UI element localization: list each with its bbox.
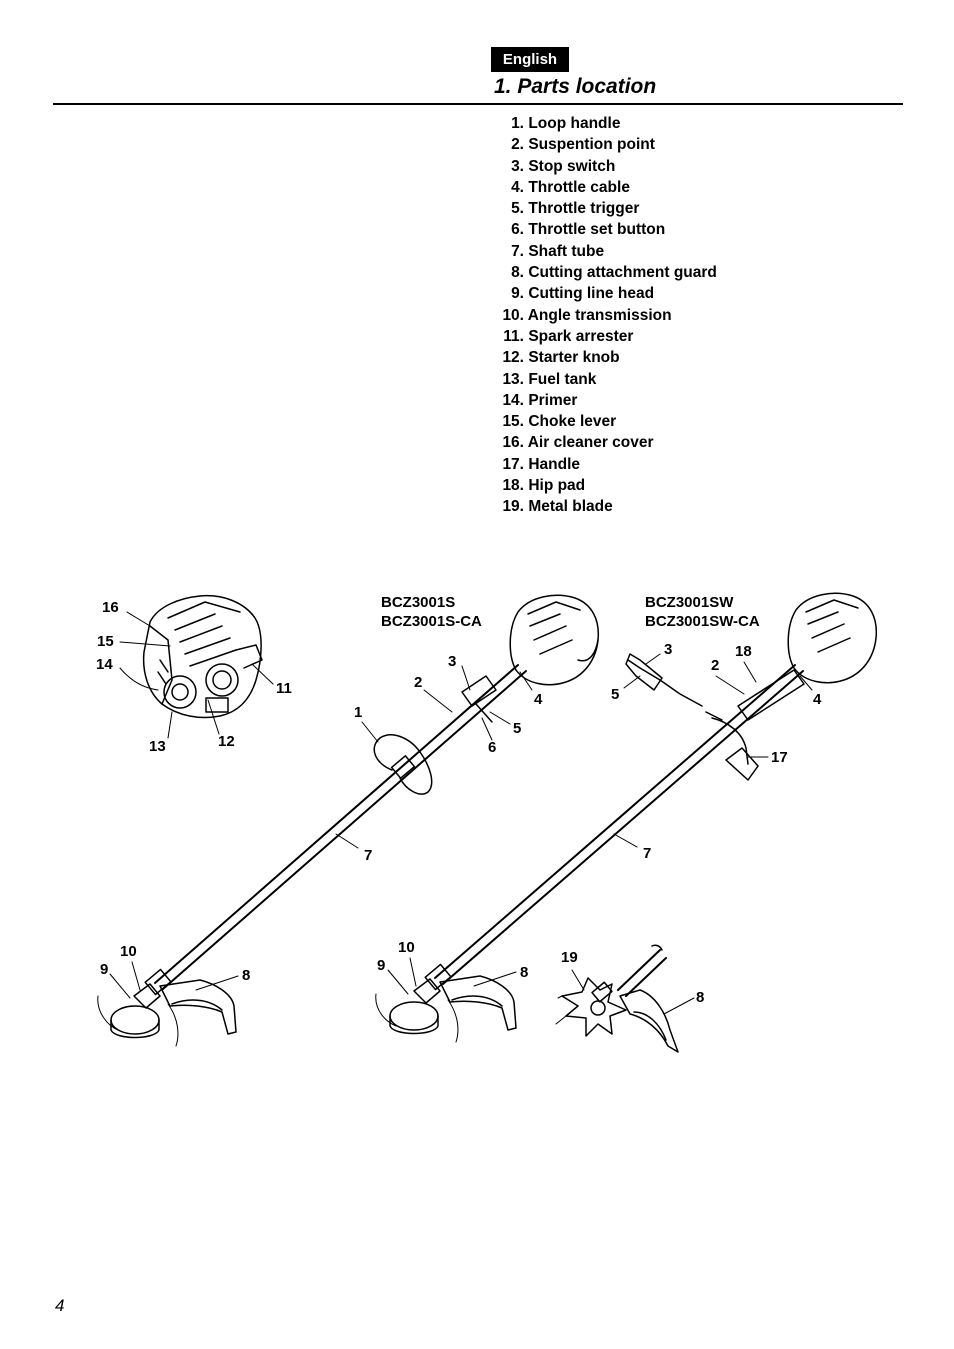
section-title: 1. Parts location xyxy=(494,75,657,98)
callout-number: 10 xyxy=(120,943,137,960)
callout-number: 12 xyxy=(218,733,235,750)
callout-number: 16 xyxy=(102,599,119,616)
callout-number: 14 xyxy=(96,656,113,673)
bike-handle-trimmer-illustration xyxy=(375,592,878,1043)
callout-number: 7 xyxy=(364,847,372,864)
callout-number: 2 xyxy=(414,674,422,691)
callout-number: 13 xyxy=(149,738,166,755)
list-item: 11. Spark arrester xyxy=(503,327,634,345)
callout-number: 11 xyxy=(276,680,292,697)
callout-number: 19 xyxy=(561,949,578,966)
list-item: 16. Air cleaner cover xyxy=(502,434,654,452)
list-item: 14. Primer xyxy=(502,391,578,409)
callout-number: 7 xyxy=(643,845,651,862)
engine-illustration xyxy=(142,594,263,719)
callout-number: 17 xyxy=(771,749,788,766)
callout-number: 8 xyxy=(520,964,528,981)
list-item: 6. Throttle set button xyxy=(511,221,666,239)
header-rule xyxy=(53,103,903,105)
model-label: BCZ3001S-CA xyxy=(381,613,482,630)
list-item: 8. Cutting attachment guard xyxy=(511,264,717,282)
model-label: BCZ3001SW xyxy=(645,594,734,611)
list-item: 1. Loop handle xyxy=(511,115,621,132)
callout-number: 2 xyxy=(711,657,719,674)
callout-number: 3 xyxy=(448,653,456,670)
callout-number: 9 xyxy=(100,961,108,978)
list-item: 5. Throttle trigger xyxy=(511,200,640,218)
list-item: 3. Stop switch xyxy=(511,157,616,175)
callout-number: 18 xyxy=(735,643,752,660)
callout-number: 5 xyxy=(611,686,619,703)
callout-number: 4 xyxy=(534,691,543,708)
list-item: 7. Shaft tube xyxy=(511,242,605,260)
callout-number: 8 xyxy=(696,989,704,1006)
metal-blade-illustration xyxy=(555,944,679,1053)
list-item: 19. Metal blade xyxy=(502,498,613,516)
list-item: 13. Fuel tank xyxy=(502,370,597,388)
parts-list: 1. Loop handle 2. Suspention point 3. St… xyxy=(493,113,717,518)
page-number: 4 xyxy=(55,1296,65,1315)
language-badge: English xyxy=(491,47,569,72)
callout-number: 10 xyxy=(398,939,415,956)
callout-number: 3 xyxy=(664,641,672,658)
list-item: 17. Handle xyxy=(502,455,580,473)
list-item: 2. Suspention point xyxy=(511,136,655,154)
list-item: 4. Throttle cable xyxy=(511,178,630,196)
callout-number: 6 xyxy=(488,739,496,756)
list-item: 18. Hip pad xyxy=(502,477,586,495)
model-label: BCZ3001S xyxy=(381,594,455,611)
list-item: 12. Starter knob xyxy=(502,349,620,367)
list-item: 10. Angle transmission xyxy=(502,306,672,324)
list-item: 9. Cutting line head xyxy=(511,285,655,303)
callout-number: 9 xyxy=(377,957,385,974)
model-label: BCZ3001SW-CA xyxy=(645,613,760,630)
callout-number: 1 xyxy=(354,704,362,721)
callout-number: 8 xyxy=(242,967,250,984)
callout-number: 4 xyxy=(813,691,822,708)
callout-number: 15 xyxy=(97,633,114,650)
list-item: 15. Choke lever xyxy=(502,413,617,431)
callout-number: 5 xyxy=(513,720,521,737)
